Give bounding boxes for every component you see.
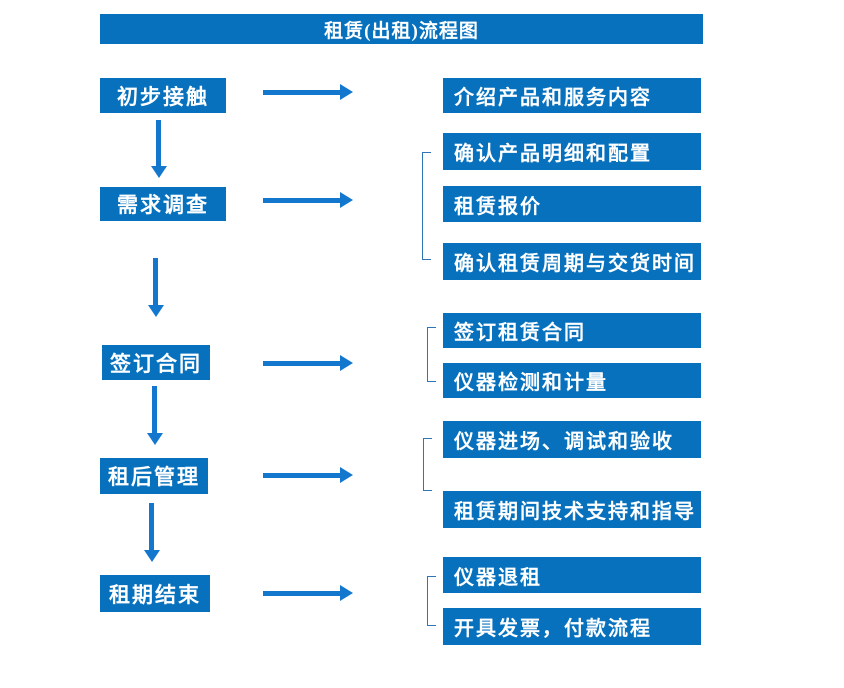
arrow-down-icon-2 <box>148 258 164 317</box>
detail-box-instrument-setup-acceptance: 仪器进场、调试和验收 <box>443 421 701 458</box>
stage-box-post-lease-management: 租后管理 <box>100 458 208 494</box>
detail-label: 仪器检测和计量 <box>454 372 608 394</box>
arrow-shaft <box>263 90 340 95</box>
detail-box-intro-products: 介绍产品和服务内容 <box>443 78 701 113</box>
detail-label: 开具发票，付款流程 <box>454 618 652 640</box>
bracket-stage-5-group <box>427 576 436 626</box>
arrow-right-icon-3 <box>263 355 353 371</box>
arrow-right-icon-4 <box>263 467 353 483</box>
arrow-shaft <box>156 120 161 166</box>
arrow-shaft <box>263 198 340 203</box>
arrow-shaft <box>149 503 154 550</box>
arrow-head <box>144 550 160 562</box>
detail-label: 签订租赁合同 <box>454 322 586 344</box>
arrow-head <box>340 84 353 100</box>
arrow-down-icon-4 <box>144 503 160 562</box>
bracket-stage-4-group <box>423 438 432 491</box>
diagram-title: 租赁(出租)流程图 <box>324 20 479 42</box>
arrow-head <box>147 433 163 445</box>
arrow-head <box>340 467 353 483</box>
detail-label: 确认产品明细和配置 <box>454 143 652 165</box>
arrow-right-icon-2 <box>263 192 353 208</box>
arrow-right-icon-1 <box>263 84 353 100</box>
stage-box-contract-signing: 签订合同 <box>102 345 210 380</box>
detail-box-rental-quote: 租赁报价 <box>443 186 701 222</box>
arrow-down-icon-3 <box>147 386 163 445</box>
arrow-shaft <box>263 591 340 596</box>
detail-box-invoice-payment: 开具发票，付款流程 <box>443 608 701 645</box>
arrow-shaft <box>263 361 340 366</box>
arrow-shaft <box>152 386 157 433</box>
detail-label: 租赁报价 <box>454 195 542 218</box>
stage-label: 需求调查 <box>117 193 209 217</box>
detail-label: 仪器进场、调试和验收 <box>454 431 674 453</box>
arrow-right-icon-5 <box>263 585 353 601</box>
detail-box-instrument-inspection: 仪器检测和计量 <box>443 363 701 398</box>
stage-label: 初步接触 <box>117 84 209 109</box>
detail-label: 仪器退租 <box>454 566 542 589</box>
stage-label: 租期结束 <box>109 582 201 607</box>
detail-label: 确认租赁周期与交货时间 <box>454 253 696 275</box>
detail-label: 租赁期间技术支持和指导 <box>454 501 696 523</box>
arrow-down-icon-1 <box>151 120 167 178</box>
arrow-shaft <box>263 473 340 478</box>
bracket-stage-2-group <box>422 152 431 260</box>
detail-box-sign-lease-contract: 签订租赁合同 <box>443 313 701 348</box>
arrow-head <box>148 305 164 317</box>
stage-label: 租后管理 <box>108 465 200 489</box>
arrow-head <box>151 166 167 178</box>
detail-box-confirm-period-delivery: 确认租赁周期与交货时间 <box>443 243 701 280</box>
detail-box-confirm-product-config: 确认产品明细和配置 <box>443 133 701 170</box>
detail-box-instrument-return: 仪器退租 <box>443 557 701 593</box>
detail-box-tech-support: 租赁期间技术支持和指导 <box>443 491 701 528</box>
stage-box-initial-contact: 初步接触 <box>100 78 226 113</box>
arrow-head <box>340 355 353 371</box>
stage-label: 签订合同 <box>110 351 202 376</box>
arrow-head <box>340 192 353 208</box>
title-bar: 租赁(出租)流程图 <box>100 14 703 44</box>
stage-box-lease-end: 租期结束 <box>100 575 210 612</box>
arrow-shaft <box>153 258 158 305</box>
stage-box-requirement-survey: 需求调查 <box>100 187 226 221</box>
detail-label: 介绍产品和服务内容 <box>454 87 652 109</box>
arrow-head <box>340 585 353 601</box>
bracket-stage-3-group <box>427 327 436 382</box>
